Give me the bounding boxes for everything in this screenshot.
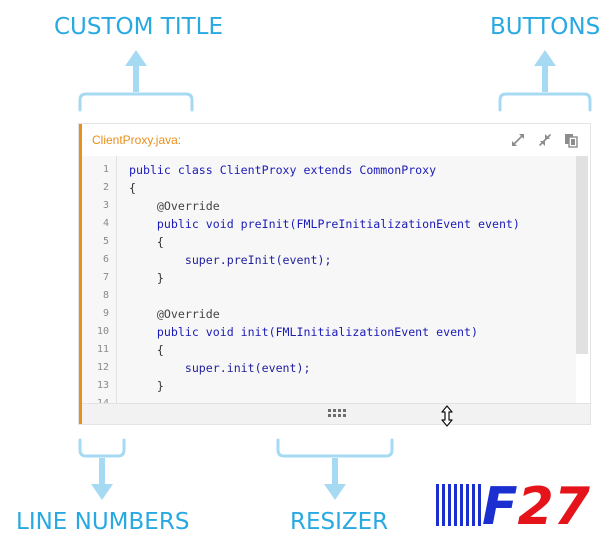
code-line: }: [129, 379, 164, 393]
custom-title-arrow: [125, 50, 147, 92]
code-block-panel: ClientProxy.java: 1 2 3 4: [78, 123, 591, 425]
line-numbers-bracket: [78, 438, 126, 458]
custom-title-callout-label: CUSTOM TITLE: [54, 14, 224, 40]
code-line: {: [129, 235, 164, 249]
custom-title-bracket: [78, 92, 194, 112]
line-numbers-callout-label: LINE NUMBERS: [16, 509, 190, 535]
line-number-gutter: 1 2 3 4 5 6 7 8 9 10 11 12 13 14: [82, 156, 117, 404]
resize-cursor-icon: [441, 405, 453, 427]
line-number: 4: [102, 218, 109, 229]
line-number: 12: [96, 362, 109, 373]
code-line: public void init(FMLInitializationEvent …: [129, 325, 479, 339]
grip-icon: [328, 409, 346, 417]
code-area[interactable]: 1 2 3 4 5 6 7 8 9 10 11 12 13 14 public …: [82, 156, 576, 404]
expand-button[interactable]: [510, 132, 526, 148]
code-line: {: [129, 181, 136, 195]
line-number: 10: [96, 326, 109, 337]
line-number: 1: [102, 164, 109, 175]
buttons-arrow: [534, 50, 556, 92]
f27-logo: F27: [434, 477, 608, 537]
code-line: public void preInit(FMLPreInitialization…: [129, 217, 520, 231]
copy-button[interactable]: [563, 132, 579, 148]
code-line: super.preInit(event);: [129, 253, 332, 267]
logo-letter: F27: [482, 478, 591, 530]
code-line: @Override: [129, 199, 220, 213]
resizer-callout-label: RESIZER: [290, 509, 389, 535]
panel-accent-bar: [79, 124, 82, 424]
panel-header: ClientProxy.java:: [82, 124, 590, 157]
copy-icon: [565, 134, 578, 148]
line-number: 11: [96, 344, 109, 355]
code-line: public class ClientProxy extends CommonP…: [129, 163, 437, 177]
code-line: @Override: [129, 307, 220, 321]
vertical-scrollbar[interactable]: [576, 156, 590, 404]
line-number: 14: [96, 398, 109, 404]
line-number: 7: [102, 272, 109, 283]
line-number: 5: [102, 236, 109, 247]
scrollbar-thumb[interactable]: [576, 156, 588, 354]
collapse-button[interactable]: [537, 132, 553, 148]
line-number: 9: [102, 308, 109, 319]
code-line: super.init(event);: [129, 361, 311, 375]
code-lines: public class ClientProxy extends CommonP…: [129, 156, 576, 404]
panel-title: ClientProxy.java:: [92, 133, 182, 147]
line-number: 3: [102, 200, 109, 211]
line-numbers-arrow: [91, 458, 113, 500]
line-number: 2: [102, 182, 109, 193]
resizer-handle[interactable]: [82, 403, 590, 424]
buttons-bracket: [498, 92, 592, 112]
f27-logo-mark: F27: [436, 477, 591, 537]
code-line: {: [129, 343, 164, 357]
line-number: 8: [102, 290, 109, 301]
line-number: 6: [102, 254, 109, 265]
code-line: }: [129, 271, 164, 285]
expand-icon: [512, 134, 524, 146]
line-number: 13: [96, 380, 109, 391]
resizer-arrow: [324, 458, 346, 500]
resizer-bracket: [276, 438, 394, 458]
collapse-icon: [539, 134, 551, 146]
buttons-callout-label: BUTTONS: [490, 14, 601, 40]
